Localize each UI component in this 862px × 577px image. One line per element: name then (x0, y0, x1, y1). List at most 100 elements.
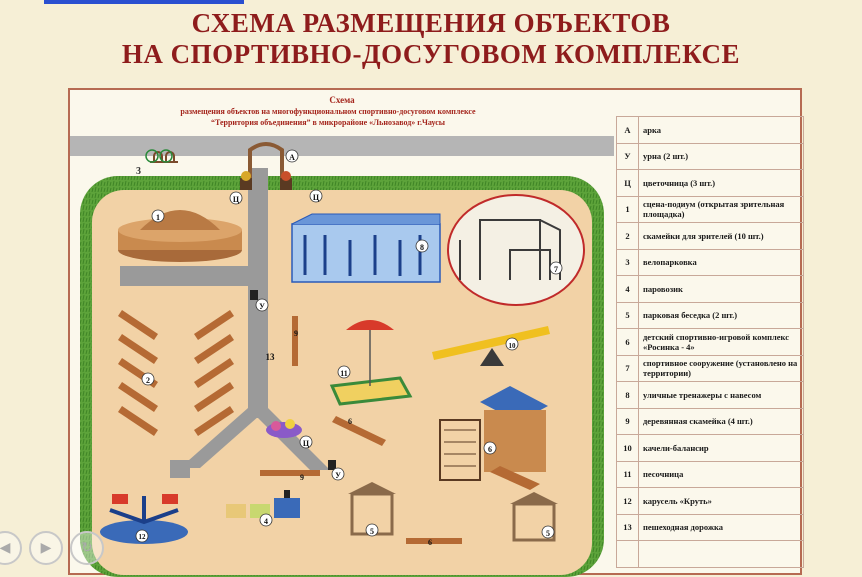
legend-key: 10 (616, 434, 639, 462)
legend-key: 12 (616, 487, 639, 515)
marker-10: 10 (509, 342, 517, 350)
prev-icon: ◀ (0, 540, 11, 556)
sandbox-icon (329, 320, 413, 406)
flowerbed-icon (266, 419, 302, 438)
wooden-benches-icon (260, 316, 320, 476)
outdoor-trainers-icon (291, 213, 441, 283)
marker-3: 3 (136, 166, 141, 177)
marker-6c: 6 (488, 445, 492, 454)
marker-bin-1: У (259, 302, 265, 311)
marker-flowerbed-2: Ц (313, 193, 320, 202)
legend-key: А (616, 116, 639, 144)
pedestrian-path (120, 168, 330, 478)
legend-row (616, 540, 804, 568)
legend-key: 11 (616, 460, 639, 488)
replay-button[interactable]: ↻ (70, 531, 104, 565)
legend-label: паровозик (638, 275, 804, 303)
marker-7: 7 (554, 265, 558, 274)
legend-label: карусель «Круть» (638, 487, 804, 515)
legend-key: 9 (616, 407, 639, 435)
legend-key: У (616, 142, 639, 170)
legend-key: 13 (616, 513, 639, 541)
marker-1: 1 (156, 213, 160, 222)
legend-label: урна (2 шт.) (638, 142, 804, 170)
seesaw-icon (432, 326, 550, 366)
marker-6b: 6 (428, 538, 432, 547)
scheme-drawing: Схема размещения объектов на многофункци… (70, 95, 614, 577)
legend-key: 2 (616, 222, 639, 250)
marker-6a: 6 (348, 417, 352, 426)
legend-key: Ц (616, 169, 639, 197)
stage-icon (118, 210, 242, 262)
marker-9a: 9 (294, 329, 298, 338)
scheme-caption-title: Схема (329, 95, 355, 105)
marker-13: 13 (266, 352, 276, 362)
marker-11: 11 (340, 369, 348, 378)
marker-arch: А (289, 153, 295, 162)
prev-button[interactable]: ◀ (0, 531, 22, 565)
marker-2: 2 (146, 376, 150, 385)
bin-icon (250, 290, 336, 470)
scheme-panel: Схема размещения объектов на многофункци… (68, 88, 804, 577)
legend-key: 5 (616, 301, 639, 329)
legend-label: песочница (638, 460, 804, 488)
legend-key: 4 (616, 275, 639, 303)
bench-icon (332, 416, 462, 544)
legend-label: скамейки для зрителей (10 шт.) (638, 222, 804, 250)
scheme-map: Схема размещения объектов на многофункци… (70, 90, 614, 577)
legend-label: парковая беседка (2 шт.) (638, 301, 804, 329)
sport-structure-icon (447, 194, 585, 306)
legend-label: уличные тренажеры с навесом (638, 381, 804, 409)
marker-9b: 9 (300, 473, 304, 482)
legend-label: пешеходная дорожка (638, 513, 804, 541)
legend-key: 1 (616, 195, 639, 223)
marker-flowerbed-3: Ц (303, 439, 310, 448)
legend-label: качели-балансир (638, 434, 804, 462)
legend-label: цветочница (3 шт.) (638, 169, 804, 197)
legend-label: спортивное сооружение (установлено на те… (638, 354, 804, 382)
legend-label (638, 540, 804, 568)
page-title: СХЕМА РАЗМЕЩЕНИЯ ОБЪЕКТОВ НА СПОРТИВНО-Д… (0, 8, 862, 70)
bike-rack-icon (145, 149, 178, 163)
marker-bin-2: У (335, 471, 341, 480)
marker-8: 8 (420, 243, 424, 252)
marker-12: 12 (139, 533, 147, 541)
legend-key: 8 (616, 381, 639, 409)
legend-key: 3 (616, 248, 639, 276)
legend-key (616, 540, 639, 568)
legend-label: детский спортивно-игровой комплекс «Роси… (638, 328, 804, 356)
scheme-caption-line3: “Территория объединения” в микрорайоне «… (211, 118, 446, 127)
marker-flowerbed-1: Ц (233, 195, 240, 204)
page-title-line2: НА СПОРТИВНО-ДОСУГОВОМ КОМПЛЕКСЕ (121, 39, 741, 69)
media-controls: ◀ ▶ ↻ (0, 531, 104, 565)
play-button[interactable]: ▶ (29, 531, 63, 565)
spectator-benches-icon (118, 310, 234, 436)
play-icon: ▶ (40, 540, 52, 556)
legend-label: сцена-подиум (открытая зрительная площад… (638, 195, 804, 223)
playground-icon (439, 386, 548, 490)
legend-label: деревянная скамейка (4 шт.) (638, 407, 804, 435)
legend-key: 7 (616, 354, 639, 382)
arch-icon (240, 142, 292, 190)
legend-label: велопарковка (638, 248, 804, 276)
replay-icon: ↻ (81, 540, 93, 556)
legend-label: арка (638, 116, 804, 144)
road (70, 136, 614, 156)
page-title-line1: СХЕМА РАЗМЕЩЕНИЯ ОБЪЕКТОВ (191, 8, 671, 38)
